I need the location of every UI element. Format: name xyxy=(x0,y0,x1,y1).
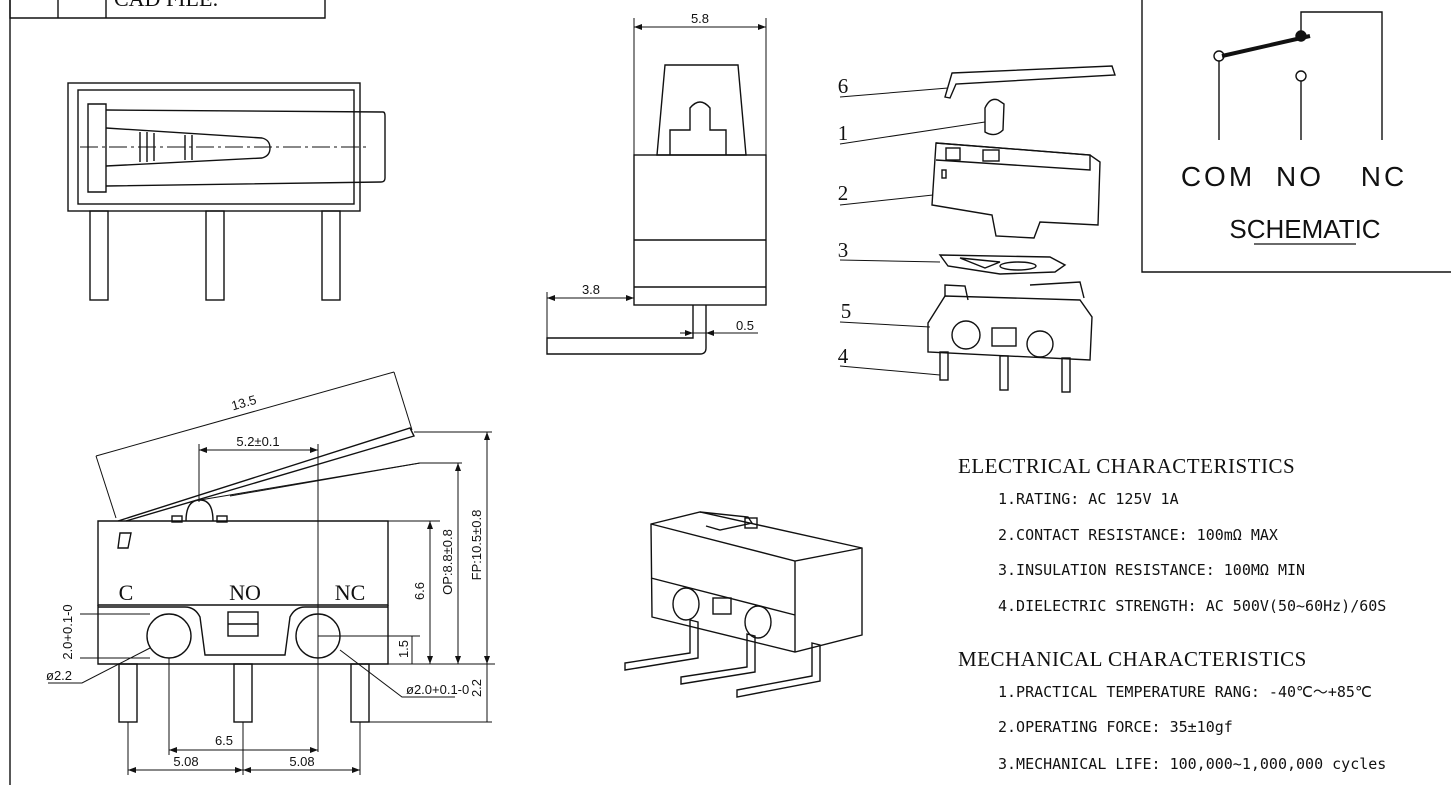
schematic-box: COM NO NC SCHEMATIC xyxy=(1141,0,1451,273)
dim-pitch-right: 5.08 xyxy=(289,754,314,769)
mechanical-item-3: 3.MECHANICAL LIFE: 100,000~1,000,000 cyc… xyxy=(998,755,1386,773)
callout-4: 4 xyxy=(838,344,849,368)
callout-2: 2 xyxy=(838,181,849,205)
electrical-item-2: 2.CONTACT RESISTANCE: 100mΩ MAX xyxy=(998,526,1278,544)
dim-pin-length: 2.2 xyxy=(469,679,484,697)
dim-hole-height: 1.5 xyxy=(396,640,411,658)
schematic-nc-label: NC xyxy=(1361,161,1407,192)
callout-6: 6 xyxy=(838,74,849,98)
electrical-heading: ELECTRICAL CHARACTERISTICS xyxy=(958,454,1295,478)
electrical-characteristics: ELECTRICAL CHARACTERISTICS 1.RATING: AC … xyxy=(958,454,1386,615)
dim-actuator-position: 5.2±0.1 xyxy=(236,434,279,449)
title-block: CAD FILE: xyxy=(9,0,326,19)
dim-free-position: FP:10.5±0.8 xyxy=(469,510,484,581)
callout-1: 1 xyxy=(838,121,849,145)
mechanical-item-1: 1.PRACTICAL TEMPERATURE RANG: -40℃～+85℃ xyxy=(998,683,1372,701)
schematic-title: SCHEMATIC xyxy=(1229,214,1380,244)
electrical-item-3: 3.INSULATION RESISTANCE: 100MΩ MIN xyxy=(998,561,1305,579)
mechanical-characteristics: MECHANICAL CHARACTERISTICS 1.PRACTICAL T… xyxy=(958,647,1386,773)
dim-right-hole-diameter: ø2.0+0.1-0 xyxy=(406,682,469,697)
exploded-view: 6 1 2 3 5 4 xyxy=(838,65,1116,393)
isometric-view xyxy=(624,511,863,698)
dim-lead-offset: 3.8 xyxy=(582,282,600,297)
electrical-item-1: 1.RATING: AC 125V 1A xyxy=(998,490,1179,508)
dim-hole-spacing: 6.5 xyxy=(215,733,233,748)
dim-lead-thickness: 0.5 xyxy=(736,318,754,333)
cad-file-label: CAD FILE: xyxy=(114,0,219,11)
schematic-no-label: NO xyxy=(1276,161,1324,192)
dim-lever-length: 13.5 xyxy=(230,392,258,413)
terminal-label-c: C xyxy=(119,580,134,605)
dim-pitch-left: 5.08 xyxy=(173,754,198,769)
front-view: C NO NC 13.5 5.2±0.1 6.6 1.5 OP:8.8±0.8 xyxy=(46,371,495,775)
dim-left-hole-diameter: ø2.2 xyxy=(46,668,72,683)
mechanical-heading: MECHANICAL CHARACTERISTICS xyxy=(958,647,1307,671)
electrical-item-4: 4.DIELECTRIC STRENGTH: AC 500V(50~60Hz)/… xyxy=(998,597,1386,615)
dim-operating-position: OP:8.8±0.8 xyxy=(440,529,455,595)
side-view: 5.8 3.8 0.5 xyxy=(546,11,767,355)
schematic-com-label: COM xyxy=(1181,161,1255,192)
dim-side-width: 5.8 xyxy=(691,11,709,26)
callout-5: 5 xyxy=(841,299,852,323)
callout-3: 3 xyxy=(838,238,849,262)
top-view xyxy=(67,82,386,301)
dim-left-hole-tolerance: 2.0+0.1-0 xyxy=(60,604,75,659)
terminal-label-no: NO xyxy=(229,580,261,605)
mechanical-item-2: 2.OPERATING FORCE: 35±10gf xyxy=(998,718,1233,736)
dim-body-height: 6.6 xyxy=(412,582,427,600)
terminal-label-nc: NC xyxy=(335,580,366,605)
